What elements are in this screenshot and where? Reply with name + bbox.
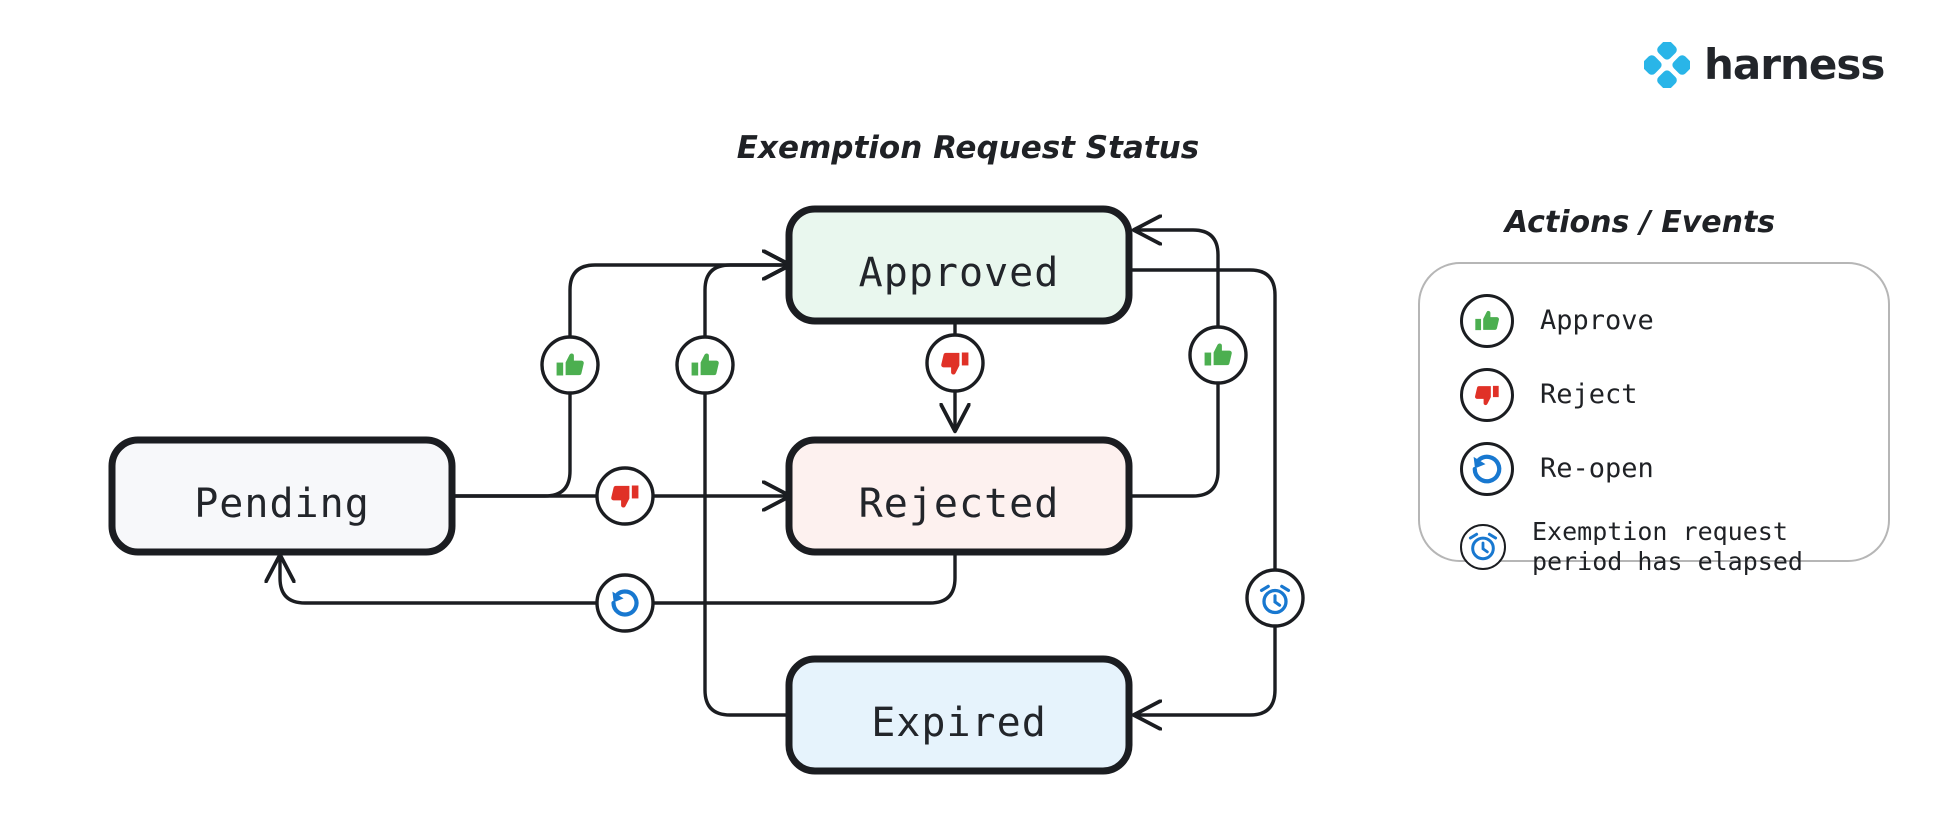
thumbs-down-icon [941, 352, 969, 375]
edge-badge-approve-rejected[interactable] [1188, 325, 1248, 385]
edge-pending-to-approved [450, 265, 789, 498]
legend-label-reject: Reject [1540, 378, 1638, 410]
legend-label-approve: Approve [1540, 304, 1654, 336]
thumbs-down-icon [611, 485, 639, 508]
state-node-approved[interactable] [785, 205, 1133, 325]
harness-logo: harness [1644, 40, 1885, 89]
edge-badge-elapsed[interactable] [1245, 568, 1305, 628]
thumbs-up-icon [1204, 343, 1232, 366]
state-node-pending[interactable] [108, 436, 456, 556]
thumbs-down-badge [1460, 368, 1514, 422]
alarm-clock-icon [1468, 532, 1498, 561]
harness-diamond-logo-icon [1644, 42, 1690, 88]
reopen-icon [611, 589, 639, 617]
thumbs-up-icon [556, 353, 584, 376]
diagram-title: Exemption Request Status [737, 130, 1199, 166]
edge-badge-approve-pending[interactable] [540, 335, 600, 395]
harness-wordmark: harness [1704, 40, 1885, 89]
alarm-clock-badge [1460, 524, 1506, 570]
edge-badge-approve-expired[interactable] [675, 335, 735, 395]
thumbs-up-badge [1460, 294, 1514, 348]
edge-badge-reopen[interactable] [595, 573, 655, 633]
legend-item-elapsed[interactable]: Exemption request period has elapsed [1460, 512, 1888, 582]
legend-item-reopen[interactable]: Re-open [1460, 438, 1888, 500]
edge-badge-reject-pending[interactable] [595, 466, 655, 526]
legend-label-reopen: Re-open [1540, 452, 1654, 484]
legend-title: Actions / Events [1504, 205, 1776, 240]
state-node-expired[interactable] [785, 655, 1133, 775]
thumbs-up-icon [1475, 310, 1500, 331]
reopen-badge [1460, 442, 1514, 496]
state-node-rejected[interactable] [785, 436, 1133, 556]
edge-expired-to-approved [703, 265, 789, 717]
legend-label-elapsed: Exemption request period has elapsed [1532, 516, 1803, 577]
thumbs-down-icon [1474, 385, 1499, 406]
thumbs-up-icon [691, 353, 719, 376]
legend-panel: Approve Reject Re-open [1418, 262, 1890, 576]
edge-approved-to-expired [1130, 268, 1277, 715]
legend-item-approve[interactable]: Approve [1460, 290, 1888, 352]
edge-badge-reject-approved[interactable] [925, 333, 985, 393]
reopen-icon [1472, 454, 1502, 484]
alarm-clock-icon [1259, 584, 1291, 615]
legend-item-reject[interactable]: Reject [1460, 364, 1888, 426]
